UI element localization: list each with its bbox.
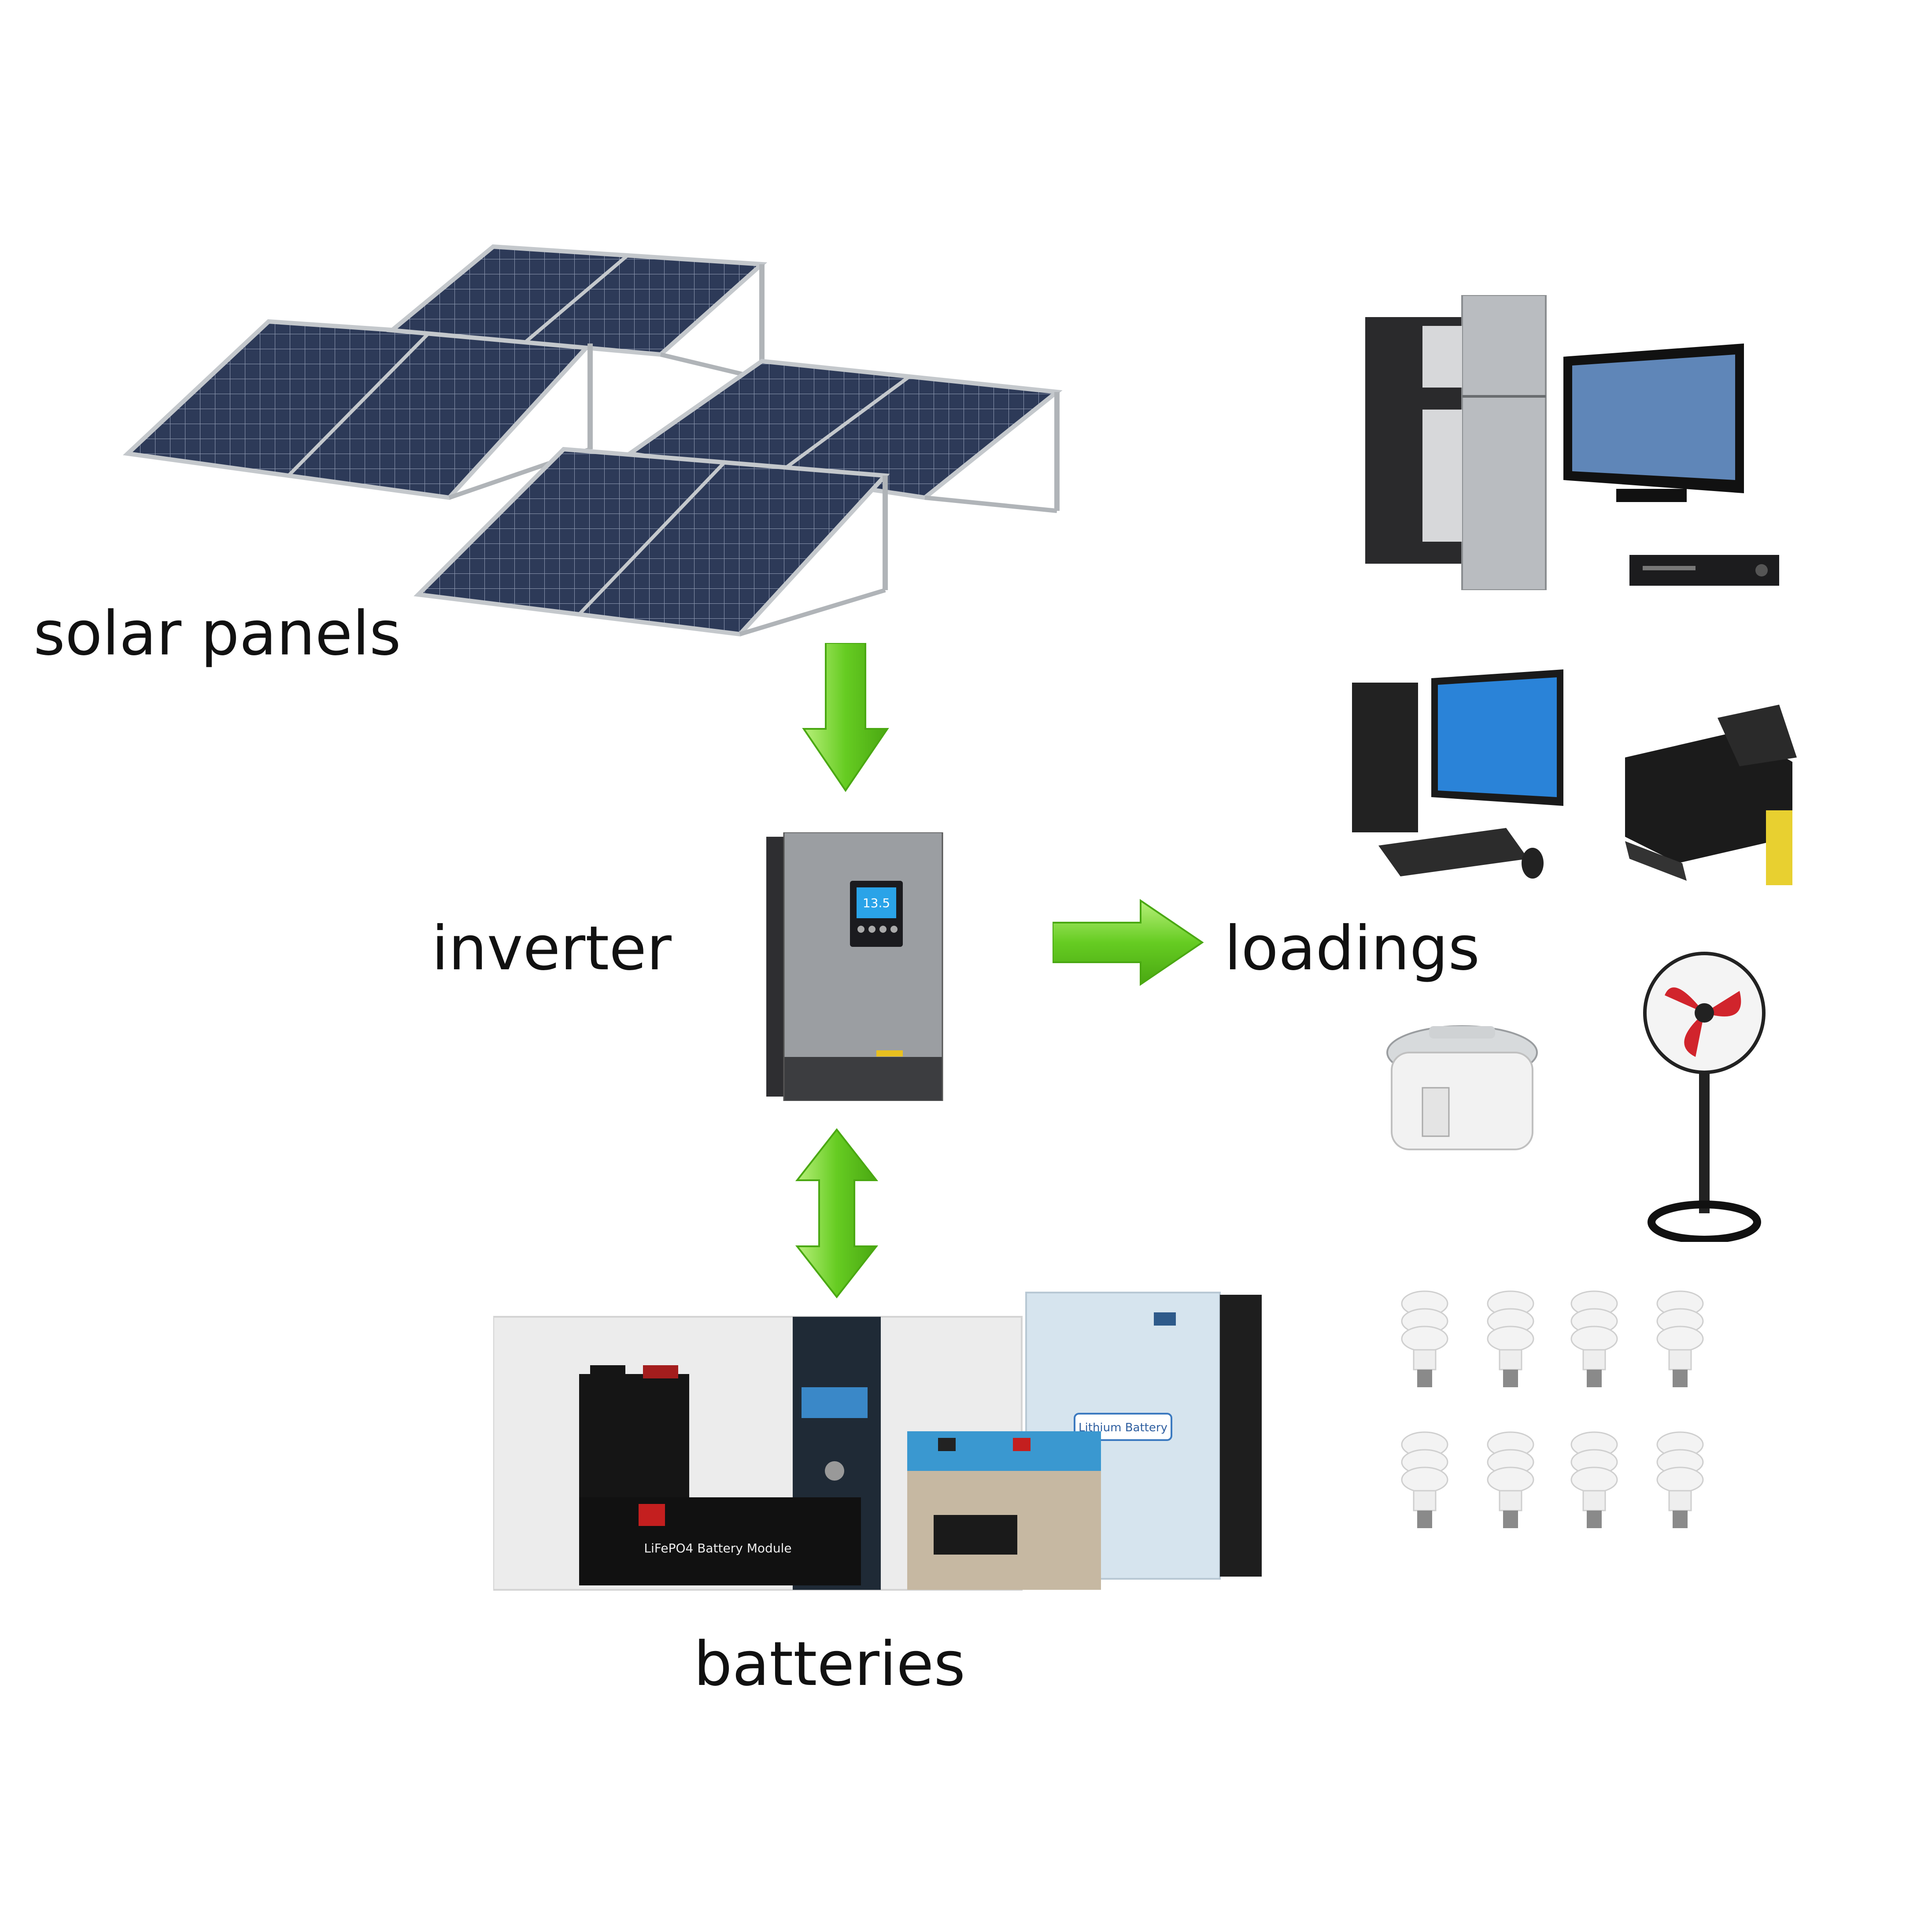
- arrow-down-icon: [802, 643, 889, 792]
- bulb-icon: [1487, 1431, 1534, 1529]
- tv-monitor-image: [1563, 344, 1744, 502]
- arrow-bidirectional-icon: [795, 1128, 879, 1299]
- dvd-player-image: [1629, 555, 1779, 586]
- refrigerator-image: [1365, 295, 1547, 590]
- inverter-screen-readout: 13.5: [863, 896, 890, 910]
- bulb-icon: [1487, 1290, 1534, 1388]
- inverter-image: 13.5: [766, 832, 943, 1101]
- lifepo4-module-label: LiFePO4 Battery Module: [644, 1541, 791, 1555]
- desktop-computer-image: [1352, 669, 1563, 879]
- bulb-icon: [1656, 1290, 1704, 1388]
- solar-panels-image: [122, 244, 1063, 637]
- bulb-icon: [1401, 1290, 1448, 1388]
- batteries-image: Lithium Battery LiFePO4 Battery Module: [493, 1292, 1262, 1591]
- solar-panel-back-right: [386, 244, 768, 381]
- printer-image: [1625, 705, 1797, 885]
- light-bulbs-image: [1401, 1290, 1704, 1529]
- bulb-icon: [1656, 1431, 1704, 1529]
- bulb-icon: [1401, 1431, 1448, 1529]
- bulb-icon: [1570, 1431, 1618, 1529]
- arrow-right-icon: [1053, 899, 1204, 986]
- bulb-icon: [1570, 1290, 1618, 1388]
- solar-panels-label: solar panels: [33, 598, 401, 669]
- rice-cooker-image: [1386, 1025, 1538, 1150]
- standing-fan-image: [1643, 952, 1766, 1242]
- batteries-label: batteries: [694, 1629, 966, 1699]
- solar-panel-front: [414, 447, 890, 637]
- inverter-label: inverter: [432, 913, 672, 984]
- loadings-label: loadings: [1224, 913, 1480, 984]
